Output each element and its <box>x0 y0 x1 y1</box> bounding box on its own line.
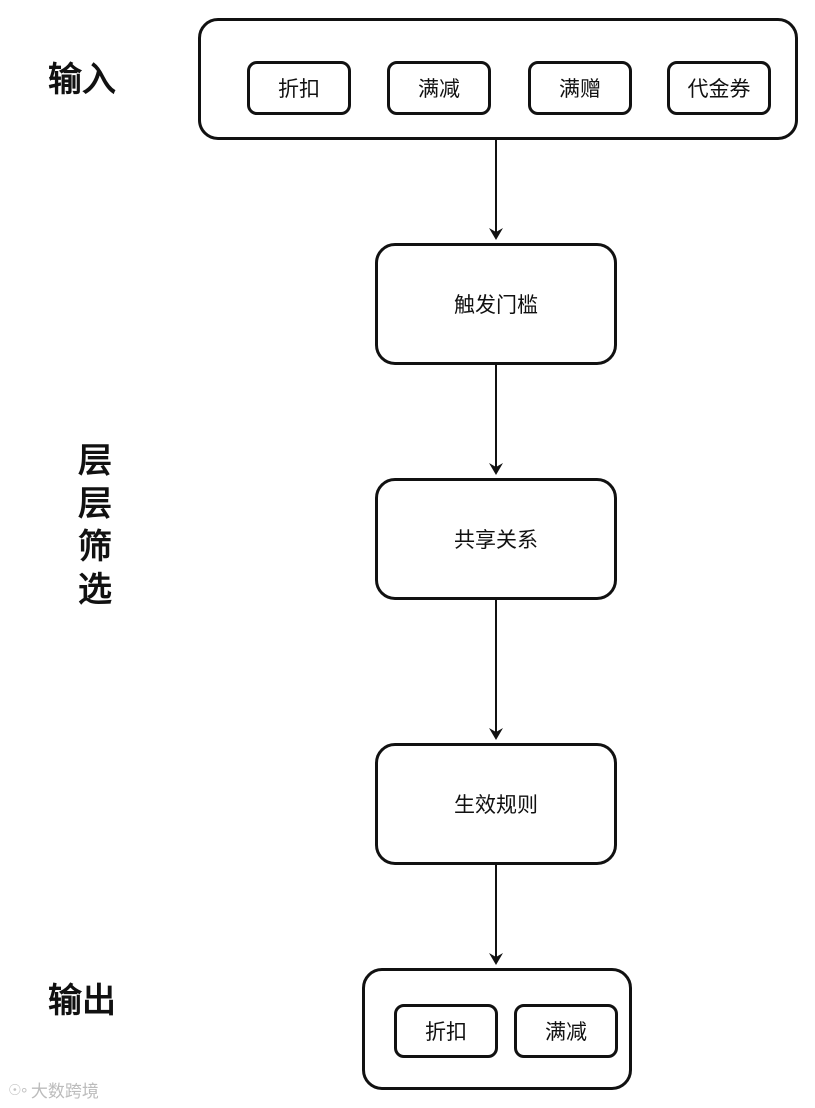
input-chip-discount: 折扣 <box>247 61 351 115</box>
input-chip-gift: 满赠 <box>528 61 632 115</box>
watermark-text: 大数跨境 <box>30 1082 99 1102</box>
step-effective-rule: 生效规则 <box>375 743 617 865</box>
step-sharing-relation: 共享关系 <box>375 478 617 600</box>
logo-icon: ☉∘ <box>8 1080 29 1099</box>
output-chip-full-reduction: 满减 <box>514 1004 618 1058</box>
input-chip-full-reduction: 满减 <box>387 61 491 115</box>
input-label: 输入 <box>48 60 116 100</box>
output-label: 输出 <box>48 981 116 1021</box>
input-chip-voucher: 代金券 <box>667 61 771 115</box>
input-group: 折扣 满减 满赠 代金券 <box>198 18 798 140</box>
output-chip-discount: 折扣 <box>394 1004 498 1058</box>
filter-label: 层层筛选 <box>78 441 112 610</box>
step-trigger-threshold: 触发门槛 <box>375 243 617 365</box>
watermark: ☉∘ 大数跨境 <box>8 1077 99 1103</box>
output-group: 折扣 满减 <box>362 968 632 1090</box>
